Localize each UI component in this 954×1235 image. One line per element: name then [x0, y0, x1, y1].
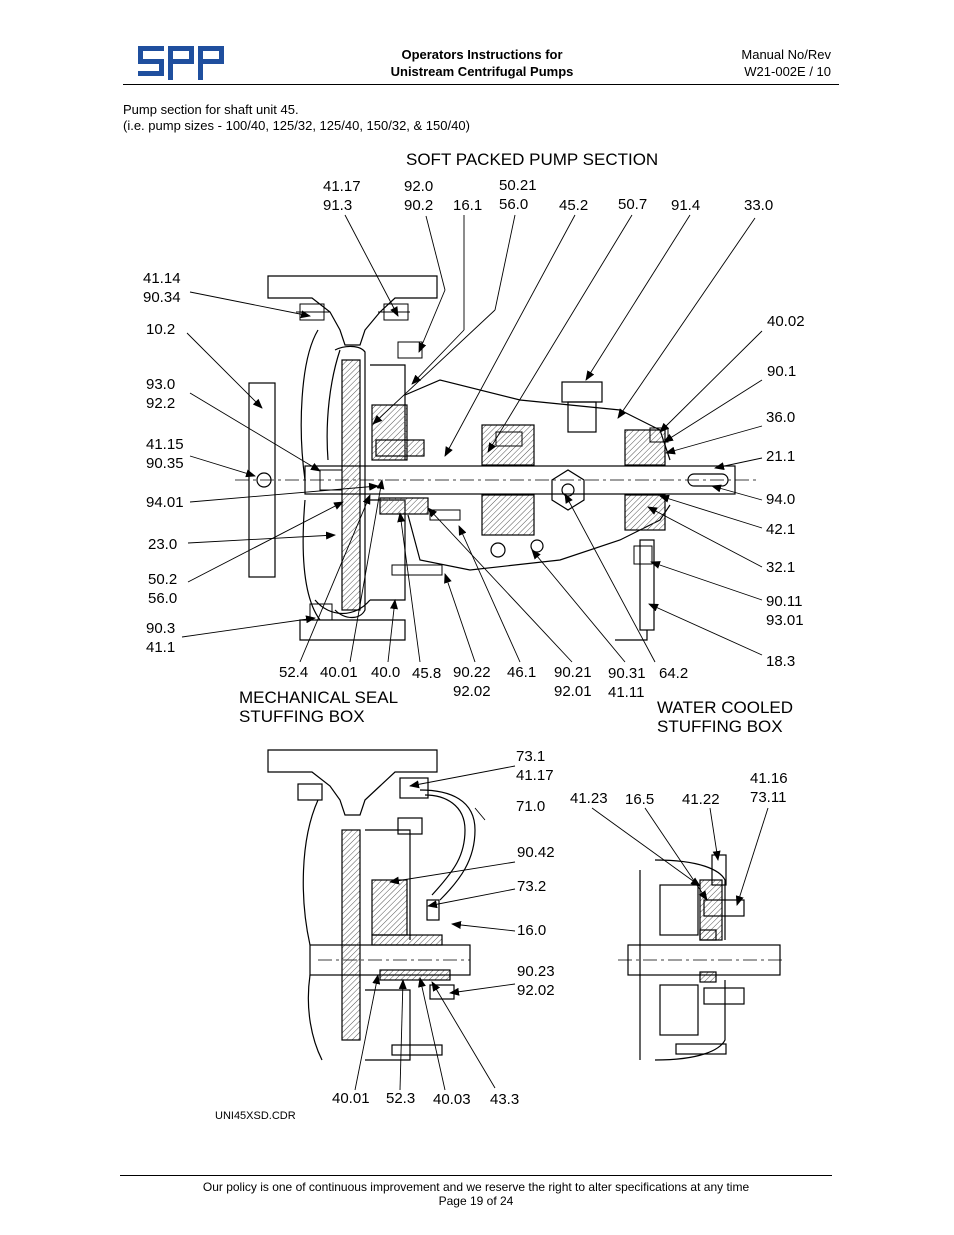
label-50-7: 50.7	[618, 196, 648, 213]
label-73-1-41-17: 73.1 41.17	[516, 748, 554, 784]
label-64-2: 64.2	[659, 665, 689, 682]
intro-text: Pump section for shaft unit 45. (i.e. pu…	[123, 102, 470, 134]
label-50-21-56-0: 50.21 56.0	[499, 177, 537, 213]
label-41-23: 41.23	[570, 790, 608, 807]
label-36-0: 36.0	[766, 409, 796, 426]
label-92-0-90-2: 92.0 90.2	[404, 178, 434, 214]
label-42-1: 42.1	[766, 521, 796, 538]
soft-packed-title: SOFT PACKED PUMP SECTION	[406, 150, 659, 169]
manual-line-2: W21-002E / 10	[744, 64, 831, 79]
water-cooled-title: WATER COOLED STUFFING BOX	[657, 698, 794, 736]
label-41-16-73-11: 41.16 73.11	[750, 770, 788, 806]
label-41-22: 41.22	[682, 791, 720, 808]
label-91-4: 91.4	[671, 197, 701, 214]
label-10-2: 10.2	[146, 321, 176, 338]
label-40-01-bottom: 40.01	[332, 1090, 370, 1107]
label-50-2-56-0: 50.2 56.0	[148, 571, 178, 607]
label-46-1: 46.1	[507, 664, 537, 681]
label-41-15-90-35: 41.15 90.35	[146, 436, 184, 472]
label-90-3-41-1: 90.3 41.1	[146, 620, 176, 656]
label-16-0: 16.0	[517, 922, 547, 939]
label-43-3: 43.3	[490, 1091, 520, 1108]
label-21-1: 21.1	[766, 448, 796, 465]
label-16-1: 16.1	[453, 197, 483, 214]
mech-seal-assembly	[267, 749, 476, 1061]
label-33-0: 33.0	[744, 197, 774, 214]
label-90-23-92-02: 90.23 92.02	[517, 963, 555, 999]
label-71-0: 71.0	[516, 798, 546, 815]
title-line-2: Unistream Centrifugal Pumps	[390, 64, 574, 79]
label-40-02: 40.02	[767, 313, 805, 330]
mech-seal-title: MECHANICAL SEAL STUFFING BOX	[239, 688, 399, 726]
document-title: Operators Instructions for Unistream Cen…	[300, 46, 664, 80]
page-number: Page 19 of 24	[438, 1194, 514, 1208]
label-52-3: 52.3	[386, 1090, 416, 1107]
label-90-22-92-02: 90.22 92.02	[453, 664, 491, 700]
footer: Our policy is one of continuous improvem…	[120, 1180, 832, 1208]
label-90-21-92-01: 90.21 92.01	[554, 664, 592, 700]
label-94-01: 94.01	[146, 494, 184, 511]
label-40-0: 40.0	[371, 664, 401, 681]
label-93-0-92-2: 93.0 92.2	[146, 376, 176, 412]
water-cooled-assembly	[618, 854, 785, 1061]
intro-line-1: Pump section for shaft unit 45.	[123, 102, 299, 117]
label-90-1: 90.1	[767, 363, 797, 380]
policy-text: Our policy is one of continuous improvem…	[202, 1180, 750, 1194]
label-41-14-90-34: 41.14 90.34	[143, 270, 181, 306]
manual-number: Manual No/Rev W21-002E / 10	[700, 46, 831, 80]
label-16-5: 16.5	[625, 791, 655, 808]
label-45-8: 45.8	[412, 665, 442, 682]
intro-line-2: (i.e. pump sizes - 100/40, 125/32, 125/4…	[123, 118, 470, 133]
label-90-31-41-11: 90.31 41.11	[608, 665, 646, 701]
label-32-1: 32.1	[766, 559, 796, 576]
label-90-42: 90.42	[517, 844, 555, 861]
label-23-0: 23.0	[148, 536, 178, 553]
leader-lines	[181, 214, 769, 1091]
label-52-4: 52.4	[279, 664, 309, 681]
label-40-03: 40.03	[433, 1091, 471, 1108]
footer-divider	[120, 1175, 832, 1176]
spp-logo	[138, 46, 224, 80]
manual-line-1: Manual No/Rev	[741, 47, 831, 62]
header-divider	[123, 84, 839, 85]
label-40-01-top: 40.01	[320, 664, 358, 681]
label-90-11-93-01: 90.11 93.01	[766, 593, 804, 629]
label-45-2: 45.2	[559, 197, 589, 214]
label-73-2: 73.2	[517, 878, 547, 895]
drawing-code: UNI45XSD.CDR	[215, 1110, 296, 1122]
label-18-3: 18.3	[766, 653, 796, 670]
title-line-1: Operators Instructions for	[401, 47, 563, 62]
label-94-0: 94.0	[766, 491, 796, 508]
main-assembly	[235, 275, 760, 641]
label-41-17-91-3: 41.17 91.3	[323, 178, 361, 214]
